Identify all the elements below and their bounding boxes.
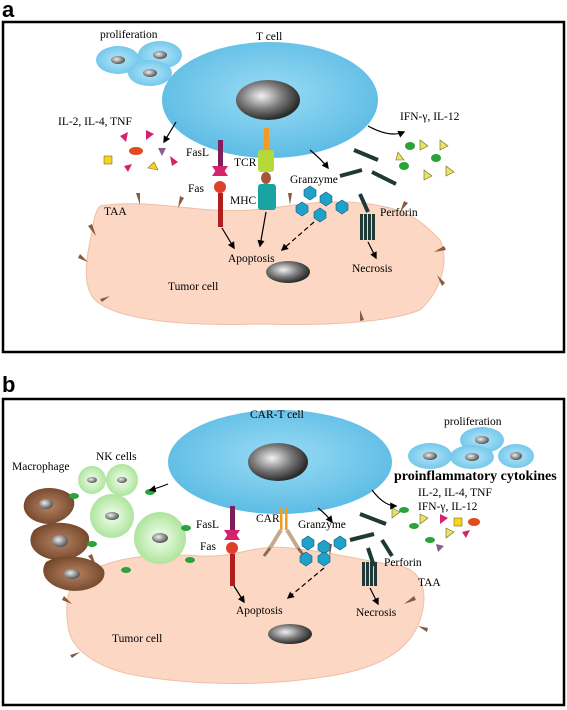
tcr-mhc-a <box>258 128 276 210</box>
panel-b: b Macrophage <box>1 372 566 707</box>
tumor-nucleus-a <box>266 261 310 283</box>
nk-cells-label-b: NK cells <box>96 451 137 463</box>
cytokines-right-shapes-a <box>395 139 455 181</box>
granzyme-hexagons-b <box>299 535 347 567</box>
taa-label-a: TAA <box>104 206 127 218</box>
arrow-granzyme-b <box>317 507 333 524</box>
apoptosis-label-b: Apoptosis <box>236 605 283 617</box>
necrosis-label-b: Necrosis <box>356 607 397 619</box>
cytokines-2-label-b: IFN-γ, IL-12 <box>418 501 478 513</box>
car-t-nucleus-b <box>248 443 308 481</box>
panel-a-letter: a <box>2 0 15 22</box>
panel-a-frame <box>1 20 566 354</box>
arrow-granzyme-apoptosis-a <box>280 221 315 251</box>
arrow-cytokines-right-a <box>367 125 406 138</box>
proliferation-cells-b <box>408 427 534 469</box>
arrow-cytokines-b <box>371 489 398 510</box>
cytokines-1-label-b: IL-2, IL-4, TNF <box>418 487 492 499</box>
car-label-b: CAR <box>256 513 280 525</box>
tumor-cell-label-b: Tumor cell <box>112 633 162 645</box>
arrow-fas-apoptosis-b <box>233 585 245 604</box>
arrow-perforin-necrosis-a <box>367 241 377 260</box>
perforin-pore-b <box>362 562 377 586</box>
tcr-label-a: TCR <box>234 157 257 169</box>
fas-label-b: Fas <box>200 541 217 553</box>
proliferation-label-b: proliferation <box>444 416 502 428</box>
perforin-label-b: Perforin <box>384 557 422 569</box>
fas-label-a: Fas <box>188 183 205 195</box>
granzyme-label-b: Granzyme <box>298 519 346 531</box>
panel-a: a proliferation <box>1 0 566 354</box>
perforin-pieces-a <box>339 148 397 213</box>
nk-cells-b <box>78 464 186 564</box>
granzyme-hexagons-a <box>295 185 349 223</box>
panel-b-letter: b <box>2 372 15 397</box>
proliferation-cells-a <box>96 41 182 86</box>
macrophages-b <box>23 488 105 591</box>
car-receptor-b <box>262 508 306 557</box>
arrow-perforin-necrosis-b <box>369 587 379 606</box>
cytokines-right-shapes-b <box>391 507 480 552</box>
t-cell-nucleus-a <box>236 80 300 120</box>
tumor-nucleus-b <box>268 624 312 644</box>
apoptosis-label-a: Apoptosis <box>228 253 275 265</box>
cytokines-left-a: IL-2, IL-4, TNF <box>58 116 132 128</box>
panel-b-frame <box>1 397 566 707</box>
taa-label-b: TAA <box>418 577 441 589</box>
perforin-pore-a <box>360 214 375 240</box>
arrow-granzyme-a <box>309 149 329 170</box>
taa-spikes-a <box>78 193 446 321</box>
proinflammatory-label-b: proinflammatory cytokines <box>394 469 557 484</box>
car-t-cell-label-b: CAR-T cell <box>250 409 304 421</box>
tumor-cell-label-a: Tumor cell <box>168 281 218 293</box>
fasl-label-b: FasL <box>196 519 219 531</box>
tumor-cell-b <box>66 546 425 684</box>
fas-fasl-a <box>212 140 228 227</box>
arrow-tcr-apoptosis-a <box>257 211 267 248</box>
arrow-cytokines-left-a <box>163 121 177 144</box>
necrosis-label-a: Necrosis <box>352 263 393 275</box>
arrow-fas-apoptosis-a <box>221 227 235 250</box>
mhc-label-a: MHC <box>230 195 257 207</box>
cytokines-right-a: IFN-γ, IL-12 <box>400 111 460 123</box>
macrophage-label-b: Macrophage <box>12 461 69 473</box>
cytokines-left-shapes-a <box>103 130 178 172</box>
fas-fasl-b <box>224 506 240 586</box>
proliferation-label-a: proliferation <box>100 29 158 41</box>
granzyme-label-a: Granzyme <box>290 174 338 186</box>
t-cell-label-a: T cell <box>256 31 282 43</box>
perforin-label-a: Perforin <box>380 207 418 219</box>
fasl-label-a: FasL <box>186 147 209 159</box>
arrow-nk-b <box>148 483 169 493</box>
